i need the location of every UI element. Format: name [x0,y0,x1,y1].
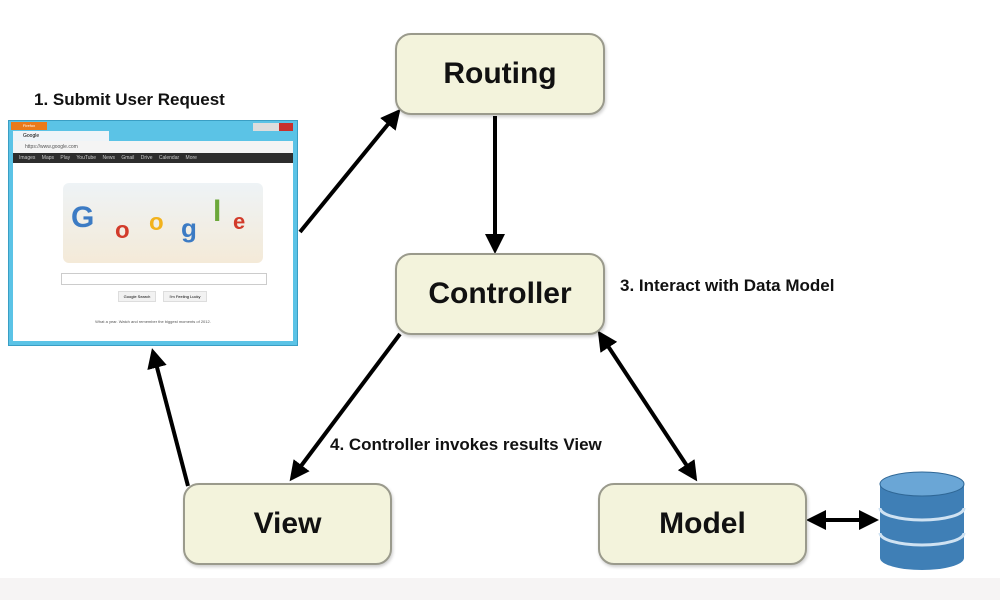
bottom-strip [0,578,1000,600]
database-icon [878,471,966,570]
window-controls [253,123,293,131]
controller-node: Controller [395,253,605,335]
step1-label: 1. Submit User Request [34,90,225,109]
view-node: View [183,483,392,565]
step3-label: 3. Interact with Data Model [620,276,835,295]
model-label: Model [659,507,746,540]
arrow-view-to-browser [147,348,190,487]
google-doodle: G o o g l e [63,183,263,263]
browser-screenshot: Firefox Google https://www.google.com Im… [8,120,298,346]
routing-label: Routing [443,57,557,90]
arrow-controller-model [597,330,698,482]
model-node: Model [598,483,807,565]
routing-node: Routing [395,33,605,115]
arrow-controller-to-view [289,332,402,482]
google-footer-text: What a year. Watch and remember the bigg… [95,319,211,324]
view-label: View [253,507,322,540]
arrow-request-to-routing [298,108,401,234]
feeling-lucky-button: I'm Feeling Lucky [163,291,207,302]
browser-tab: Google [13,131,109,141]
step4-label: 4. Controller invokes results View [330,435,602,454]
google-nav-bar: Images Maps Play YouTube News Gmail Driv… [13,153,293,163]
google-search-button: Google Search [118,291,156,302]
google-search-input [61,273,267,285]
firefox-menu-button: Firefox [11,122,47,130]
controller-label: Controller [428,277,572,310]
